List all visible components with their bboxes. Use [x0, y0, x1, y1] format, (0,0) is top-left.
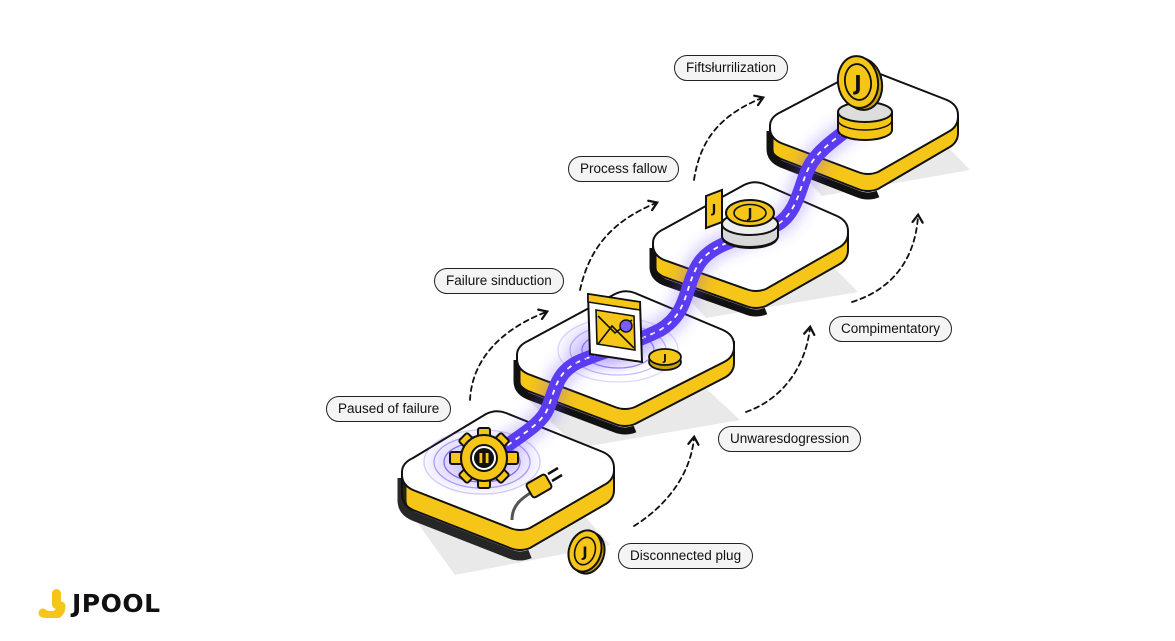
plug-icon — [510, 466, 563, 521]
label-process-fallow: Process fallow — [568, 156, 680, 182]
top-coin-glyph: J — [852, 71, 861, 95]
top-coin-stack-icon: J — [836, 55, 893, 141]
flow-arrows — [469, 94, 924, 527]
brand-logo: JPOOL — [38, 588, 161, 618]
coin-stack-icon: J — [721, 199, 779, 249]
label-disconnected-plug: Disconnected plug — [618, 543, 754, 569]
gear-icon — [449, 427, 519, 489]
arrow-side2 — [745, 324, 816, 413]
arrow-step1 — [469, 308, 550, 401]
floor-coin-icon: J — [567, 529, 606, 575]
arrow-side1 — [633, 434, 700, 527]
label-fiftsurrilization: Fiftsłurrilization — [674, 55, 789, 81]
brand-name: JPOOL — [72, 588, 161, 618]
coin-stack-glyph: J — [747, 207, 753, 222]
coin-glyph: J — [662, 353, 667, 364]
arrow-step3 — [693, 94, 766, 181]
label-paused-of-failure: Paused of failure — [326, 396, 452, 422]
label-compimentatory: Compimentatory — [829, 316, 953, 342]
logo-mark-icon — [38, 589, 66, 618]
label-unwaresdogression: Unwaresdogression — [718, 426, 862, 452]
arrow-side3 — [851, 212, 924, 303]
window-chart-icon — [586, 292, 644, 364]
tag-icon: J — [705, 188, 723, 230]
progress-path — [482, 107, 872, 468]
arrow-step2 — [579, 199, 660, 291]
floor-coin-glyph: J — [581, 545, 587, 561]
coin-icon: J — [648, 348, 682, 371]
label-failure-sinduction: Failure sinduction — [434, 268, 564, 294]
tag-glyph: J — [711, 202, 716, 216]
